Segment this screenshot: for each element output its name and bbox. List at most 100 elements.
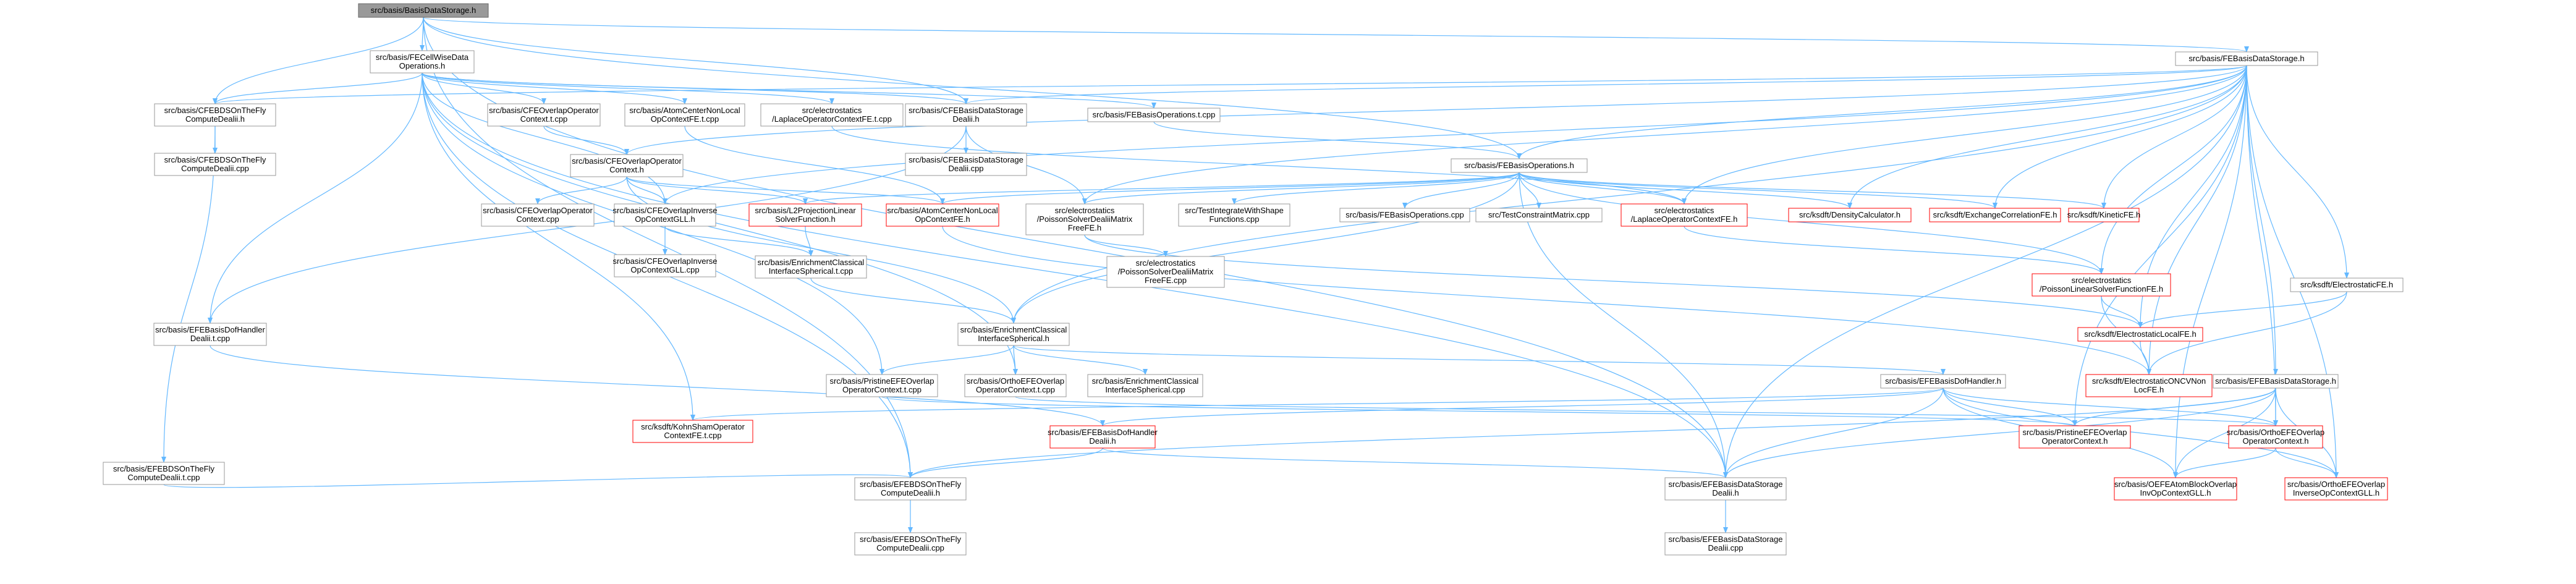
graph-node[interactable]: src/ksdft/ExchangeCorrelationFE.h: [1929, 208, 2061, 222]
edge-n2-n32: [1011, 65, 2247, 324]
graph-node[interactable]: src/electrostatics/LaplaceOperatorContex…: [760, 103, 904, 127]
node-box: [1664, 532, 1787, 556]
graph-node[interactable]: src/electrostatics/PoissonSolverDealiiMa…: [1025, 203, 1144, 235]
node-label: Dealii.cpp: [1708, 543, 1743, 552]
node-box: [624, 103, 745, 127]
node-box: [154, 153, 276, 176]
node-label: src/basis/PristineEFEOverlap: [2022, 428, 2127, 437]
node-label: /PoissonLinearSolverFunctionFE.h: [2040, 284, 2163, 294]
graph-node[interactable]: src/basis/FEBasisOperations.cpp: [1339, 208, 1470, 222]
node-label: src/ksdft/KohnShamOperator: [641, 422, 745, 431]
graph-node[interactable]: src/basis/FEBasisOperations.t.cpp: [1087, 108, 1221, 122]
edge-n41-n45: [1102, 447, 1728, 478]
graph-node[interactable]: src/basis/CFEBDSOnTheFlyComputeDealii.cp…: [154, 153, 276, 176]
graph-node[interactable]: src/electrostatics/PoissonSolverDealiiMa…: [1106, 256, 1225, 288]
node-label: src/basis/FEBasisDataStorage.h: [2188, 54, 2304, 63]
node-label: src/basis/EFEBDSOnTheFly: [860, 535, 961, 544]
graph-node[interactable]: src/basis/PristineEFEOverlapOperatorCont…: [2019, 425, 2131, 449]
graph-node[interactable]: src/basis/EFEBasisDofHandler.h: [1880, 374, 2006, 389]
edge-n1-n40: [422, 72, 695, 421]
graph-node[interactable]: src/basis/CFEOverlapOperatorContext.t.cp…: [487, 103, 601, 127]
node-box: [2228, 425, 2323, 449]
root-node[interactable]: src/basis/BasisDataStorage.h: [358, 3, 489, 18]
graph-node[interactable]: src/basis/OrthoEFEOverlapInverseOpContex…: [2284, 477, 2388, 501]
graph-node[interactable]: src/basis/FEBasisDataStorage.h: [2175, 51, 2318, 66]
graph-node[interactable]: src/basis/OrthoEFEOverlapOperatorContext…: [964, 374, 1067, 397]
graph-node[interactable]: src/basis/CFEOverlapInverseOpContextGLL.…: [612, 254, 718, 277]
node-label: src/electrostatics: [802, 106, 862, 115]
graph-node[interactable]: src/basis/EnrichmentClassicalInterfaceSp…: [1087, 374, 1203, 397]
graph-node[interactable]: src/electrostatics/LaplaceOperatorContex…: [1621, 203, 1748, 227]
node-label: src/basis/L2ProjectionLinear: [755, 206, 856, 215]
node-box: [854, 477, 967, 501]
node-box: [614, 254, 716, 277]
node-label: src/basis/EFEBasisDataStorage.h: [2215, 376, 2336, 386]
edge-n15-n27: [664, 226, 813, 256]
edge-n38-n43: [1943, 387, 2278, 426]
edge-n13-n25: [1519, 172, 2106, 209]
graph-node[interactable]: src/ksdft/KohnShamOperatorContextFE.t.cp…: [632, 420, 753, 443]
graph-node[interactable]: src/ksdft/DensityCalculator.h: [1788, 208, 1912, 222]
node-box: [1621, 203, 1748, 227]
graph-node[interactable]: src/basis/AtomCenterNonLocalOpContextFE.…: [624, 103, 745, 127]
graph-node[interactable]: src/ksdft/ElectrostaticFE.h: [2290, 277, 2404, 292]
node-box: [1087, 108, 1221, 122]
graph-node[interactable]: src/TestConstraintMatrix.cpp: [1475, 208, 1603, 222]
graph-node[interactable]: src/basis/CFEOverlapInverseOpContextGLL.…: [612, 203, 718, 227]
edge-n38-n42: [1943, 387, 2077, 426]
node-label: Dealii.h: [1089, 436, 1116, 446]
graph-node[interactable]: src/ksdft/KineticFE.h: [2067, 208, 2140, 222]
edge-n13-n17: [940, 172, 1520, 205]
graph-node[interactable]: src/basis/EFEBasisDataStorage.h: [2213, 374, 2339, 389]
graph-node[interactable]: src/basis/EnrichmentClassicalInterfaceSp…: [957, 323, 1070, 346]
node-label: src/basis/CFEBDSOnTheFly: [164, 155, 266, 164]
graph-node[interactable]: src/basis/PristineEFEOverlapOperatorCont…: [826, 374, 938, 397]
graph-node[interactable]: src/basis/FEBasisOperations.h: [1451, 158, 1588, 173]
graph-node[interactable]: src/basis/L2ProjectionLinearSolverFuncti…: [748, 203, 862, 227]
node-label: OperatorContext.h: [2243, 436, 2309, 446]
graph-node[interactable]: src/ksdft/ElectrostaticLocalFE.h: [2077, 327, 2203, 342]
node-label: src/basis/FEBasisOperations.cpp: [1345, 210, 1464, 219]
edge-n38-n41: [1100, 387, 1944, 426]
edge-layer: [161, 17, 2349, 533]
graph-node[interactable]: src/basis/EFEBDSOnTheFlyComputeDealii.cp…: [854, 532, 967, 556]
node-label: src/basis/EnrichmentClassical: [758, 258, 865, 267]
graph-node[interactable]: src/basis/OrthoEFEOverlapOperatorContext…: [2227, 425, 2324, 449]
graph-node[interactable]: src/basis/EnrichmentClassicalInterfaceSp…: [755, 255, 867, 279]
node-label: src/electrostatics: [1055, 206, 1115, 215]
node-box: [1475, 208, 1603, 222]
node-box: [905, 153, 1027, 176]
edge-n2-n22: [1682, 65, 2247, 205]
node-box: [2068, 208, 2140, 222]
graph-node[interactable]: src/basis/OEFEAtomBlockOverlapInvOpConte…: [2114, 477, 2237, 501]
edge-n13-n22: [1519, 172, 1687, 205]
edge-n2-n15: [663, 65, 2247, 205]
graph-node[interactable]: src/basis/EFEBDSOnTheFlyComputeDealii.t.…: [103, 462, 225, 485]
edge-n13-n23: [1519, 172, 1852, 209]
node-label: Operations.h: [399, 61, 445, 70]
graph-node[interactable]: src/electrostatics/PoissonLinearSolverFu…: [2032, 273, 2171, 297]
node-label: OperatorContext.t.cpp: [976, 385, 1055, 394]
edge-n12-n32: [626, 176, 1016, 324]
node-box: [2032, 273, 2171, 297]
node-label: src/basis/BasisDataStorage.h: [371, 6, 477, 15]
node-box: [760, 103, 904, 127]
edge-n2-n3: [213, 65, 2247, 104]
graph-node[interactable]: src/basis/AtomCenterNonLocalOpContextFE.…: [886, 203, 999, 227]
node-box: [2175, 51, 2318, 66]
edge-n18-n28: [1084, 234, 1168, 257]
node-box: [370, 50, 475, 74]
